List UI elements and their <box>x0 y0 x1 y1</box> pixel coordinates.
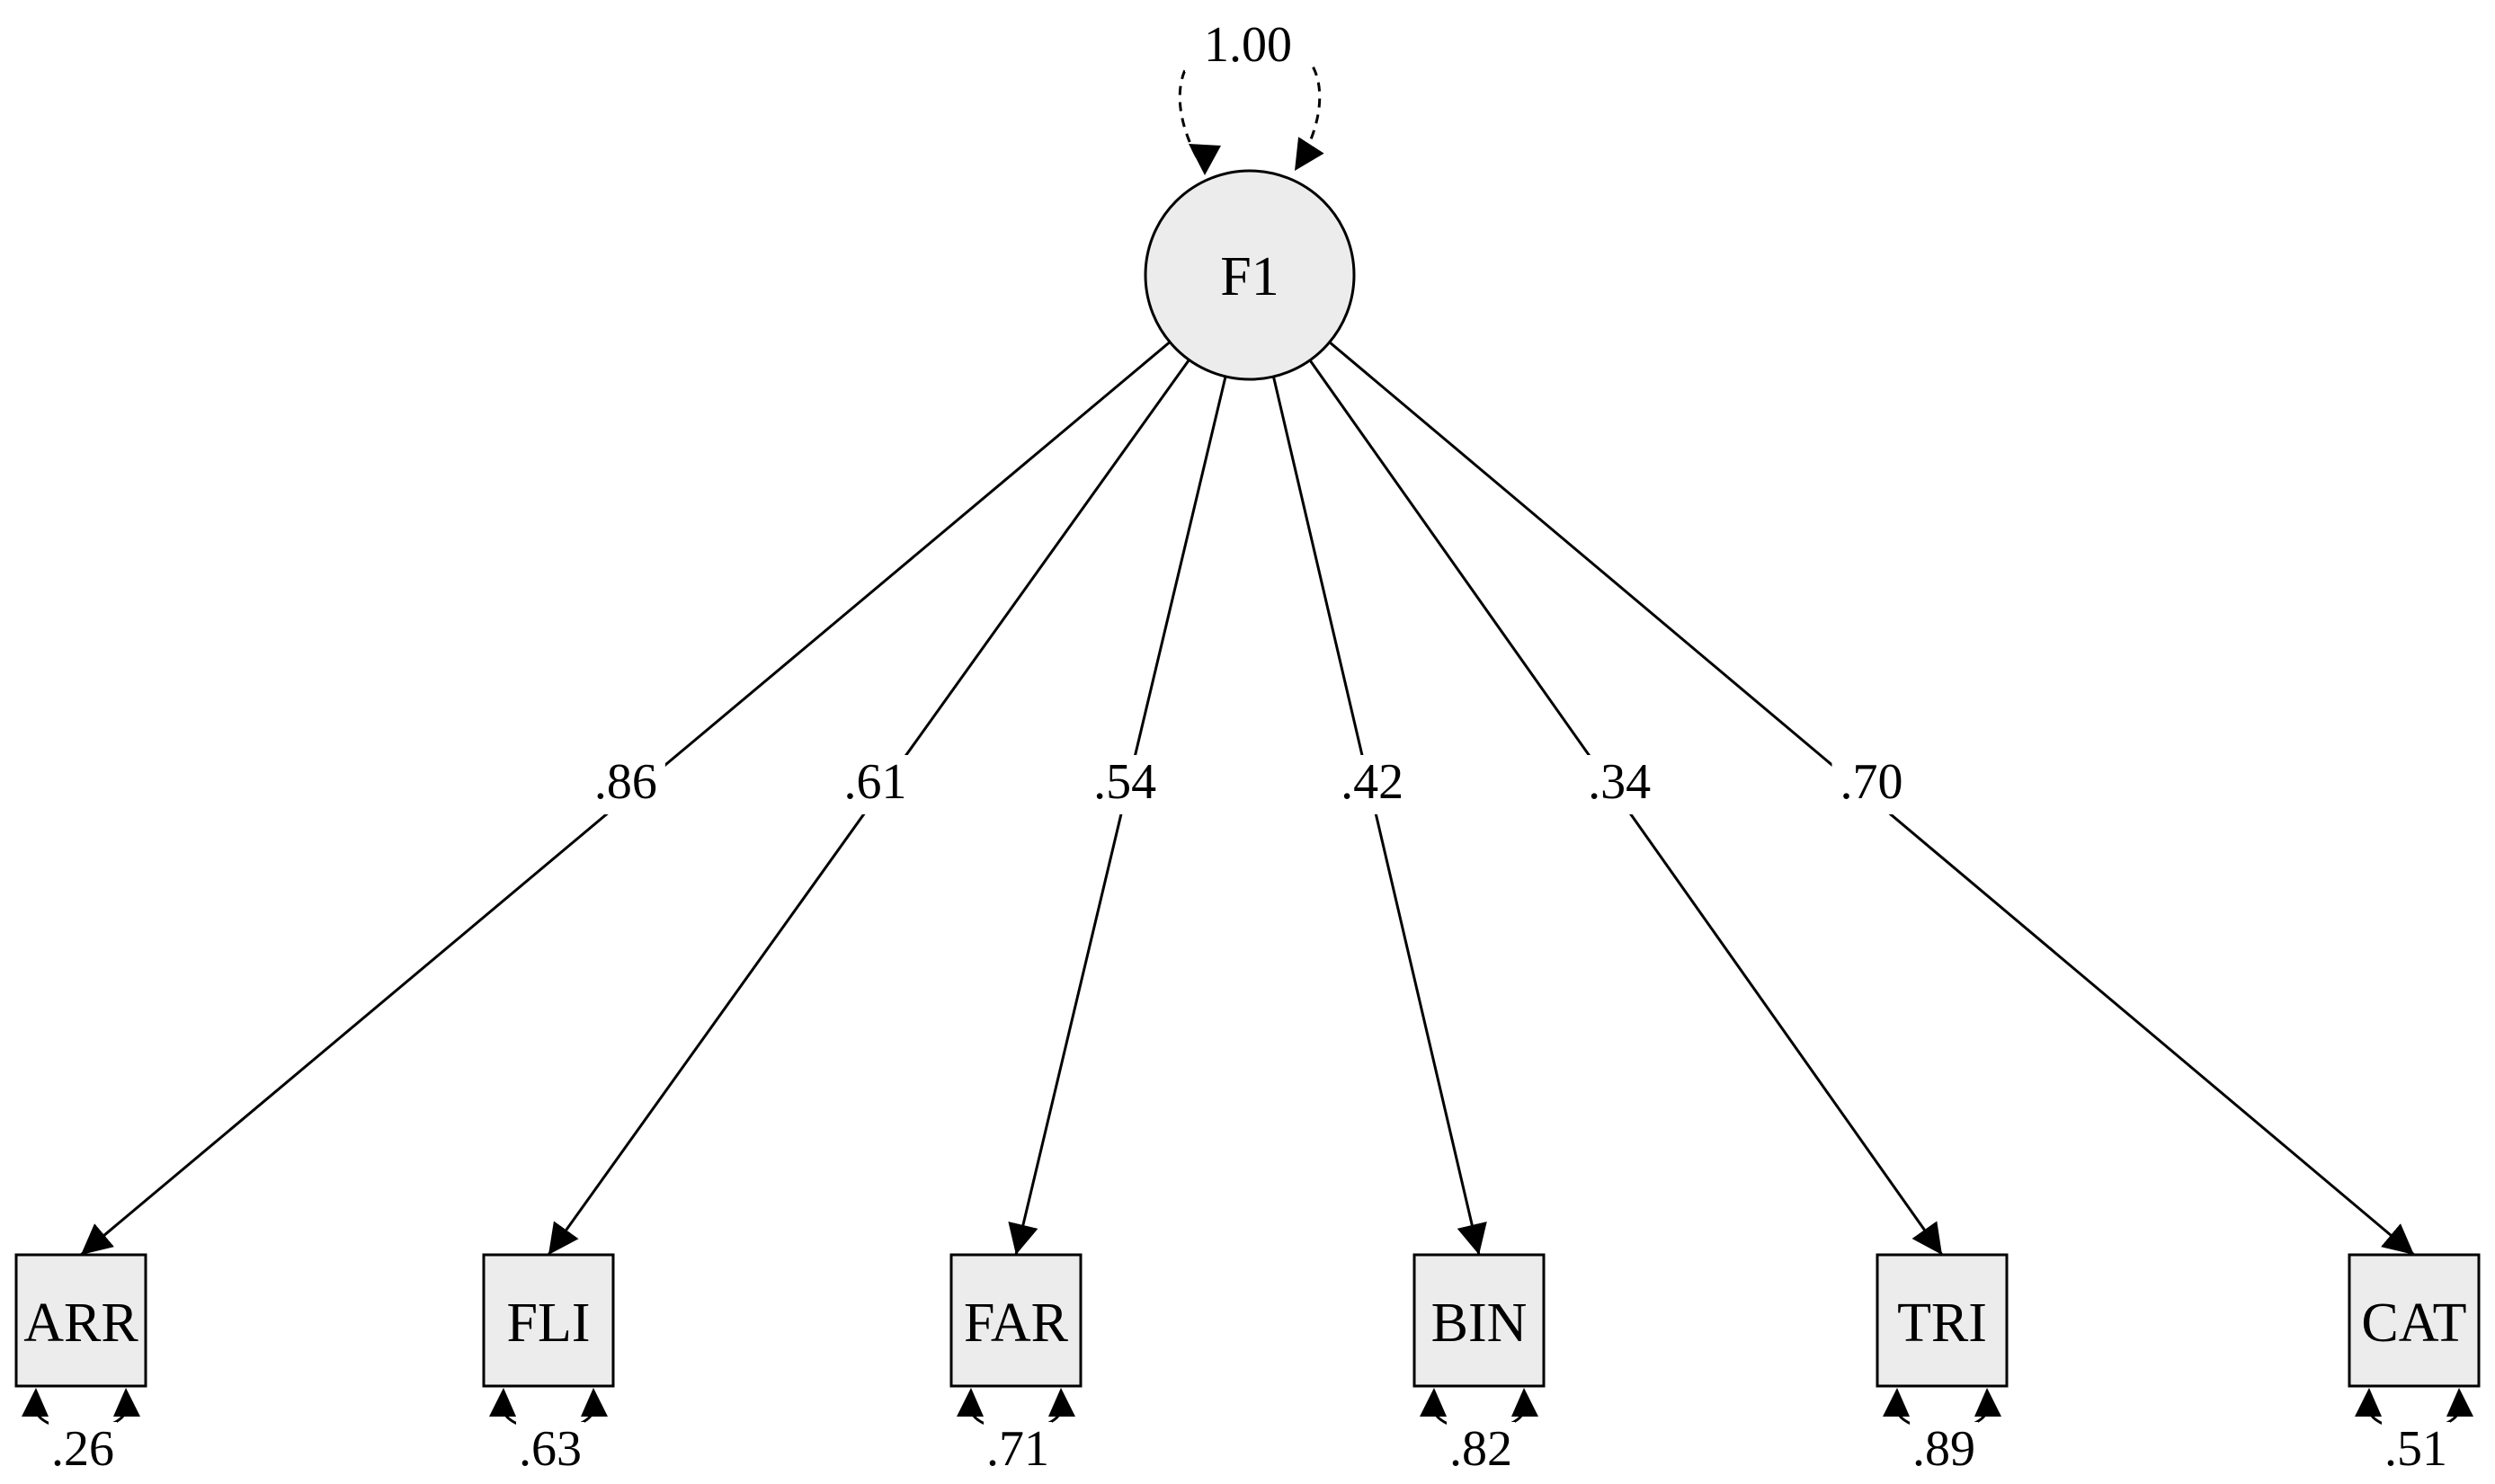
indicator-label-cat: CAT <box>2361 1293 2466 1354</box>
indicator-boxes: ARR .26 FLI .63 FAR .71 BIN .82 TRI .89 CAT .51 <box>14 1253 2481 1477</box>
latent-variance-loop: 1.00 <box>1178 9 1324 175</box>
indicator-arr: ARR .26 <box>14 1253 147 1477</box>
indicator-fli: FLI .63 <box>482 1253 615 1477</box>
residual-label-cat: .51 <box>2384 1421 2447 1477</box>
loading-label-far: .54 <box>1093 754 1156 810</box>
loading-label-fli: .61 <box>844 754 907 810</box>
latent-factor-f1: F1 <box>1144 169 1356 381</box>
indicator-far: FAR .71 <box>949 1253 1083 1477</box>
loading-label-cat: .70 <box>1840 754 1902 810</box>
indicator-cat: CAT .51 <box>2348 1253 2481 1477</box>
latent-factor-label: F1 <box>1220 246 1279 307</box>
residual-label-bin: .82 <box>1449 1421 1512 1477</box>
indicator-label-tri: TRI <box>1897 1293 1987 1354</box>
loading-paths: .86 .61 .54 .42 .34 .70 <box>80 341 2415 1257</box>
loading-path-far: .54 <box>1008 376 1227 1256</box>
indicator-label-fli: FLI <box>507 1293 591 1354</box>
indicator-label-far: FAR <box>964 1293 1069 1354</box>
loading-path-fli: .61 <box>547 359 1190 1256</box>
indicator-label-arr: ARR <box>23 1293 138 1354</box>
loading-path-bin: .42 <box>1271 376 1487 1256</box>
latent-variance-label: 1.00 <box>1204 17 1292 73</box>
indicator-label-bin: BIN <box>1431 1293 1528 1354</box>
loading-path-tri: .34 <box>1308 359 1944 1256</box>
loading-label-tri: .34 <box>1588 754 1651 810</box>
indicator-bin: BIN .82 <box>1412 1253 1546 1477</box>
residual-label-far: .71 <box>986 1421 1049 1477</box>
loading-path-cat: .70 <box>1328 341 2415 1257</box>
residual-label-arr: .26 <box>51 1421 114 1477</box>
residual-label-tri: .89 <box>1912 1421 1975 1477</box>
indicator-tri: TRI .89 <box>1876 1253 2009 1477</box>
loading-path-arr: .86 <box>80 341 1172 1257</box>
residual-label-fli: .63 <box>519 1421 582 1477</box>
loading-label-arr: .86 <box>594 754 657 810</box>
loading-label-bin: .42 <box>1341 754 1403 810</box>
